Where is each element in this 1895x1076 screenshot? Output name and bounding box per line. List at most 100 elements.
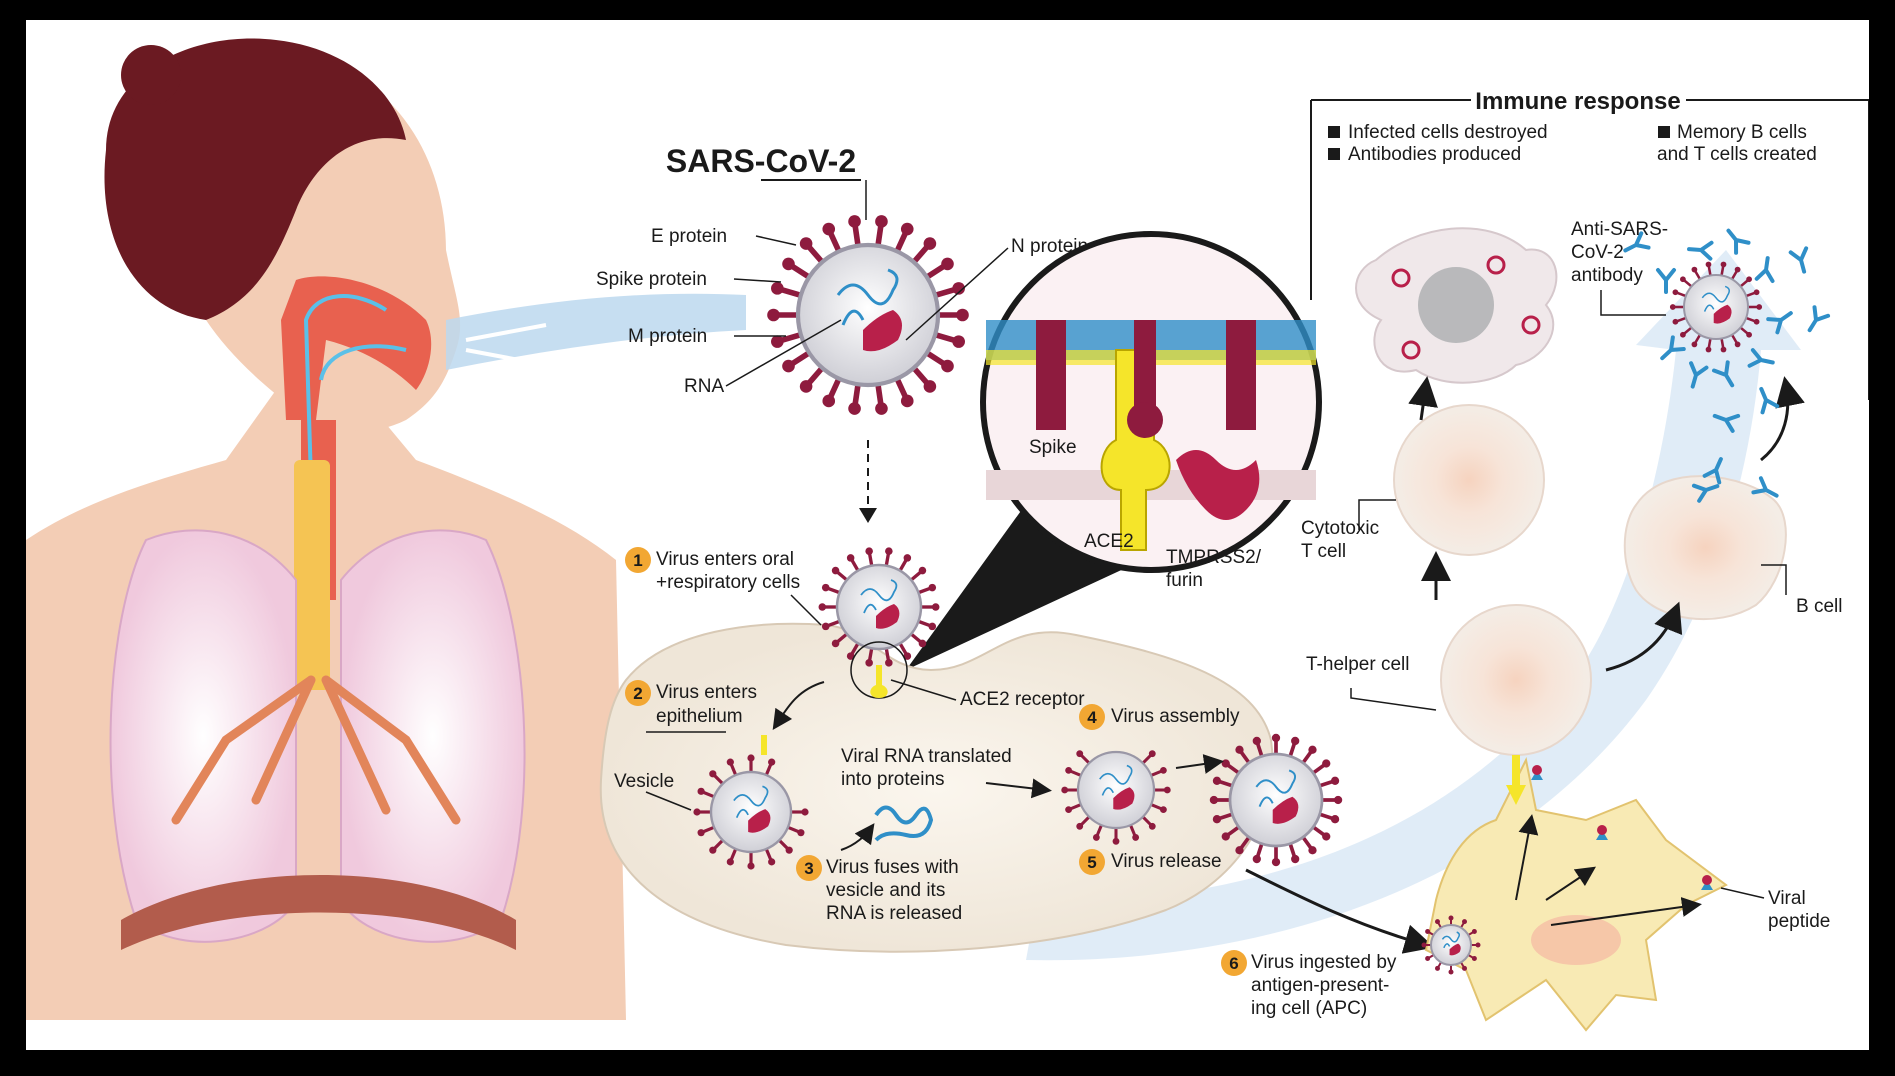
vesicle-leader [645,791,692,811]
viral-peptide-leader [1720,887,1765,899]
step-4-line-1: Virus assembly [1111,706,1240,727]
e-protein-leader [755,235,797,246]
entry-arrowhead [859,508,877,523]
ace2-receptor-leader [890,679,957,701]
cytotoxic-to-destroyed-arrow [1408,376,1438,421]
airflow-stream [446,293,746,370]
zoom-tmprss2-label-2: furin [1166,570,1203,591]
n-protein-label: N protein [1011,236,1088,257]
antibody-label-3: antibody [1571,265,1643,286]
spike-protein-leader [733,278,782,283]
receptor-zoom-inset [906,231,1322,670]
step-6-line-2: antigen-present- [1251,975,1389,996]
immune-response-heading: Immune response [1475,88,1680,115]
bullet-antibodies-produced: Antibodies produced [1348,144,1521,165]
release-arrow [1175,754,1224,774]
antibody-cluster [1623,228,1831,503]
bullet-square [1328,126,1340,138]
step-1: 1 Virus enters oral +respiratory cells [625,547,822,626]
immune-response-bracket [1310,99,1869,400]
virus-label-group: E protein Spike protein M protein RNA N … [596,226,1088,397]
viral-peptide-label-1: Viral [1768,888,1806,909]
helper-to-b-cell-arrow [1605,601,1683,672]
antibody-label-1: Anti-SARS- [1571,219,1668,240]
b-cell-label: B cell [1796,596,1842,617]
vesicle-label: Vesicle [614,771,674,792]
step-6-line-1: Virus ingested by [1251,952,1397,973]
cytotoxic-label-1: Cytotoxic [1301,518,1379,539]
entry-to-vesicle-arrow [772,681,825,730]
step-5-line-1: Virus release [1111,851,1222,872]
step-6-line-3: ing cell (APC) [1251,998,1367,1019]
step-2-line-2: epithelium [656,706,743,727]
immune-bullets-left: Infected cells destroyed Antibodies prod… [1328,122,1548,165]
diagram-panel: SARS-CoV-2 E protein Spike protein M pro… [26,20,1869,1050]
peptide-arrow-3 [1550,897,1702,926]
e-protein-label: E protein [651,226,727,247]
antibody-neutralized-virion [1669,261,1763,353]
cytotoxic-t-cell [1393,404,1545,556]
t-helper-label: T-helper cell [1306,654,1410,675]
antigen-presenting-cell [1424,756,1728,1032]
diagram-canvas: SARS-CoV-2 E protein Spike protein M pro… [26,38,1869,1032]
n-protein-leader [905,247,1009,341]
peptide-arrow-2 [1545,866,1596,901]
fusion-arrow [840,823,875,851]
bullet-memory-cells-2: and T cells created [1657,144,1817,165]
step-3-line-3: RNA is released [826,903,962,924]
antibody-leader [1600,290,1666,316]
b-cell-leader [1761,564,1787,595]
b-cell-to-antibody-arrow [1760,376,1805,462]
viral-rna-label-2: into proteins [841,769,945,790]
peptide-arrow-1 [1515,814,1539,901]
released-virion [1209,733,1343,867]
bullet-square [1658,126,1670,138]
released-rna-strand [874,805,934,842]
step-4: 4 Virus assembly [1079,704,1240,730]
step-3-number: 3 [804,859,813,878]
spike-protein-label: Spike protein [596,269,707,290]
antibody-label-2: CoV-2 [1571,242,1624,263]
step-3: 3 Virus fuses with vesicle and its RNA i… [796,855,962,924]
zoom-spike-label: Spike [1029,437,1077,458]
cytotoxic-label-2: T cell [1301,541,1346,562]
step-1-leader [790,594,822,626]
diagram-title: SARS-CoV-2 [666,143,856,179]
step-1-number: 1 [633,551,642,570]
step-1-line-1: Virus enters oral [656,549,794,570]
step-3-line-2: vesicle and its [826,880,945,901]
bullet-memory-cells-1: Memory B cells [1677,122,1807,143]
t-helper-cell [1440,604,1592,805]
step-2-line-1: Virus enters [656,682,757,703]
step-4-number: 4 [1087,708,1097,727]
step-5: 5 Virus release [1079,849,1222,875]
b-cell [1623,475,1787,621]
translation-arrow [985,778,1052,799]
viral-peptide-markers [1531,765,1713,890]
zoom-ace2-label: ACE2 [1084,531,1134,552]
vesicle-virion [693,754,809,870]
step-6-number: 6 [1229,954,1238,973]
step-5-number: 5 [1087,853,1096,872]
sars-cov-2-virion [767,215,969,415]
destroyed-infected-cell [1355,227,1558,384]
ingested-virion [1421,915,1481,975]
cytotoxic-leader [1358,499,1396,530]
step-2: 2 Virus enters epithelium [625,680,757,733]
immune-bullets-right: Memory B cells and T cells created [1657,122,1817,165]
step-1-line-2: +respiratory cells [656,572,800,593]
viral-peptide-label-2: peptide [1768,911,1830,932]
ace2-receptor-label: ACE2 receptor [960,689,1085,710]
step-6: 6 Virus ingested by antigen-present- ing… [1221,950,1397,1019]
entering-virion [818,547,940,667]
m-protein-label: M protein [628,326,707,347]
assembling-virion [1061,750,1171,845]
viral-rna-label-1: Viral RNA translated [841,746,1012,767]
ace2-receptor-icon [870,665,888,698]
rna-leader [725,319,842,387]
ingestion-arrow [1245,868,1435,954]
zoom-tmprss2-label-1: TMPRSS2/ [1166,547,1262,568]
rna-label: RNA [684,376,724,397]
bullet-infected-destroyed: Infected cells destroyed [1348,122,1548,143]
